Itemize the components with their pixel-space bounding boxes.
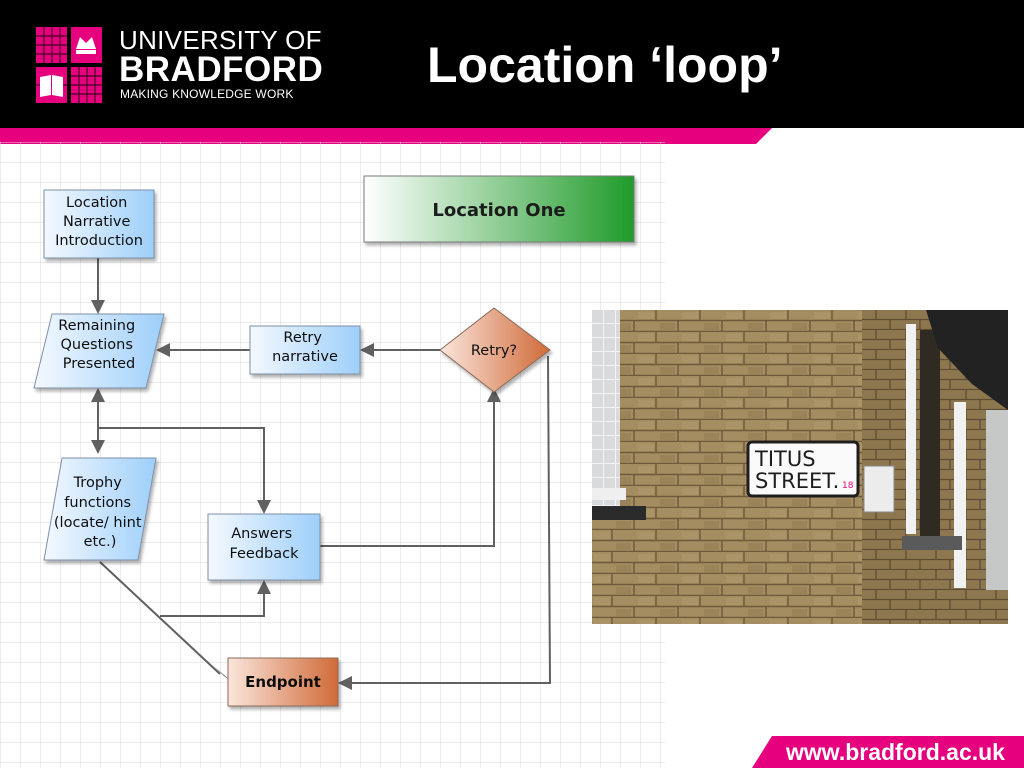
node-text: Questions: [60, 337, 132, 353]
node-text: Retry: [283, 330, 322, 346]
node-remaining-questions[interactable]: Remaining Questions Presented: [33, 313, 165, 389]
arrowhead: [257, 500, 271, 514]
node-retry-decision[interactable]: Retry?: [439, 307, 551, 393]
arrowhead: [91, 388, 105, 402]
node-text: Narrative: [63, 214, 131, 230]
svg-text:Remaining Questions: Remaining Questions Presented: [58, 318, 140, 372]
sign-number: 18: [842, 481, 854, 491]
node-text: Endpoint: [245, 673, 321, 691]
node-text: Introduction: [55, 233, 143, 249]
location-one-label: Location One: [432, 200, 565, 221]
node-text: narrative: [272, 349, 338, 365]
arrowhead: [338, 676, 352, 690]
svg-text:Trophy functions (: Trophy functions (locate/ hint etc.): [54, 475, 146, 550]
node-endpoint[interactable]: Endpoint: [227, 657, 339, 707]
arrowhead: [91, 300, 105, 314]
edge-trophy-endpoint: [99, 561, 221, 675]
page-title: Location ‘loop’: [427, 37, 783, 93]
node-intro[interactable]: Location Narrative Introduction: [43, 189, 155, 259]
node-trophy-functions[interactable]: Trophy functions (locate/ hint etc.): [43, 457, 157, 561]
node-answers-feedback[interactable]: Answers Feedback: [207, 513, 321, 581]
node-text: Presented: [63, 356, 136, 372]
svg-text:Retry narrative: Retry narrative: [272, 330, 338, 365]
crest-icon: [36, 27, 102, 103]
footer-bar: [752, 736, 1024, 768]
sign-line1: TITUS: [754, 447, 816, 471]
arrowhead: [360, 343, 374, 357]
node-text: functions: [64, 495, 131, 511]
svg-text:Location Narrative: Location Narrative Introduction: [55, 195, 143, 249]
university-logo[interactable]: UNIVERSITY OF BRADFORD MAKING KNOWLEDGE …: [36, 27, 326, 103]
svg-text:Answers Feedback: Answers Feedback: [229, 526, 299, 562]
node-text: Feedback: [229, 546, 299, 562]
arrowhead: [91, 440, 105, 454]
flowchart-diagram: Location One Location Narrative Introduc…: [0, 142, 665, 768]
node-retry-narrative[interactable]: Retry narrative: [249, 325, 361, 375]
location-one-box[interactable]: Location One: [363, 175, 635, 243]
university-line2: BRADFORD: [119, 50, 324, 89]
sign-line2: STREET.: [755, 469, 839, 493]
pink-divider: [0, 128, 772, 144]
street-sign: TITUS STREET. 18: [746, 440, 860, 498]
arrowhead: [487, 388, 501, 402]
edge-retry-endpoint: [352, 355, 552, 684]
node-text: Trophy: [73, 475, 123, 491]
node-text: Location: [66, 195, 127, 211]
node-text: Answers: [231, 526, 292, 542]
header-bar: UNIVERSITY OF BRADFORD MAKING KNOWLEDGE …: [0, 0, 1024, 128]
edge-answers-retry: [320, 394, 495, 547]
node-text: etc.): [84, 534, 117, 550]
node-text: (locate/ hint: [54, 515, 142, 531]
university-tagline: MAKING KNOWLEDGE WORK: [120, 87, 294, 101]
edge-trophy-answers: [160, 586, 265, 617]
university-line1: UNIVERSITY OF: [119, 25, 322, 55]
arrowhead: [156, 343, 170, 357]
node-text: Retry?: [471, 343, 517, 359]
titus-street-photo: TITUS STREET. 18: [592, 310, 1008, 624]
arrowhead: [257, 580, 271, 594]
footer-url-link[interactable]: www.bradford.ac.uk: [786, 739, 1005, 765]
edge-to-answers: [98, 427, 265, 502]
node-text: Remaining: [58, 318, 135, 334]
